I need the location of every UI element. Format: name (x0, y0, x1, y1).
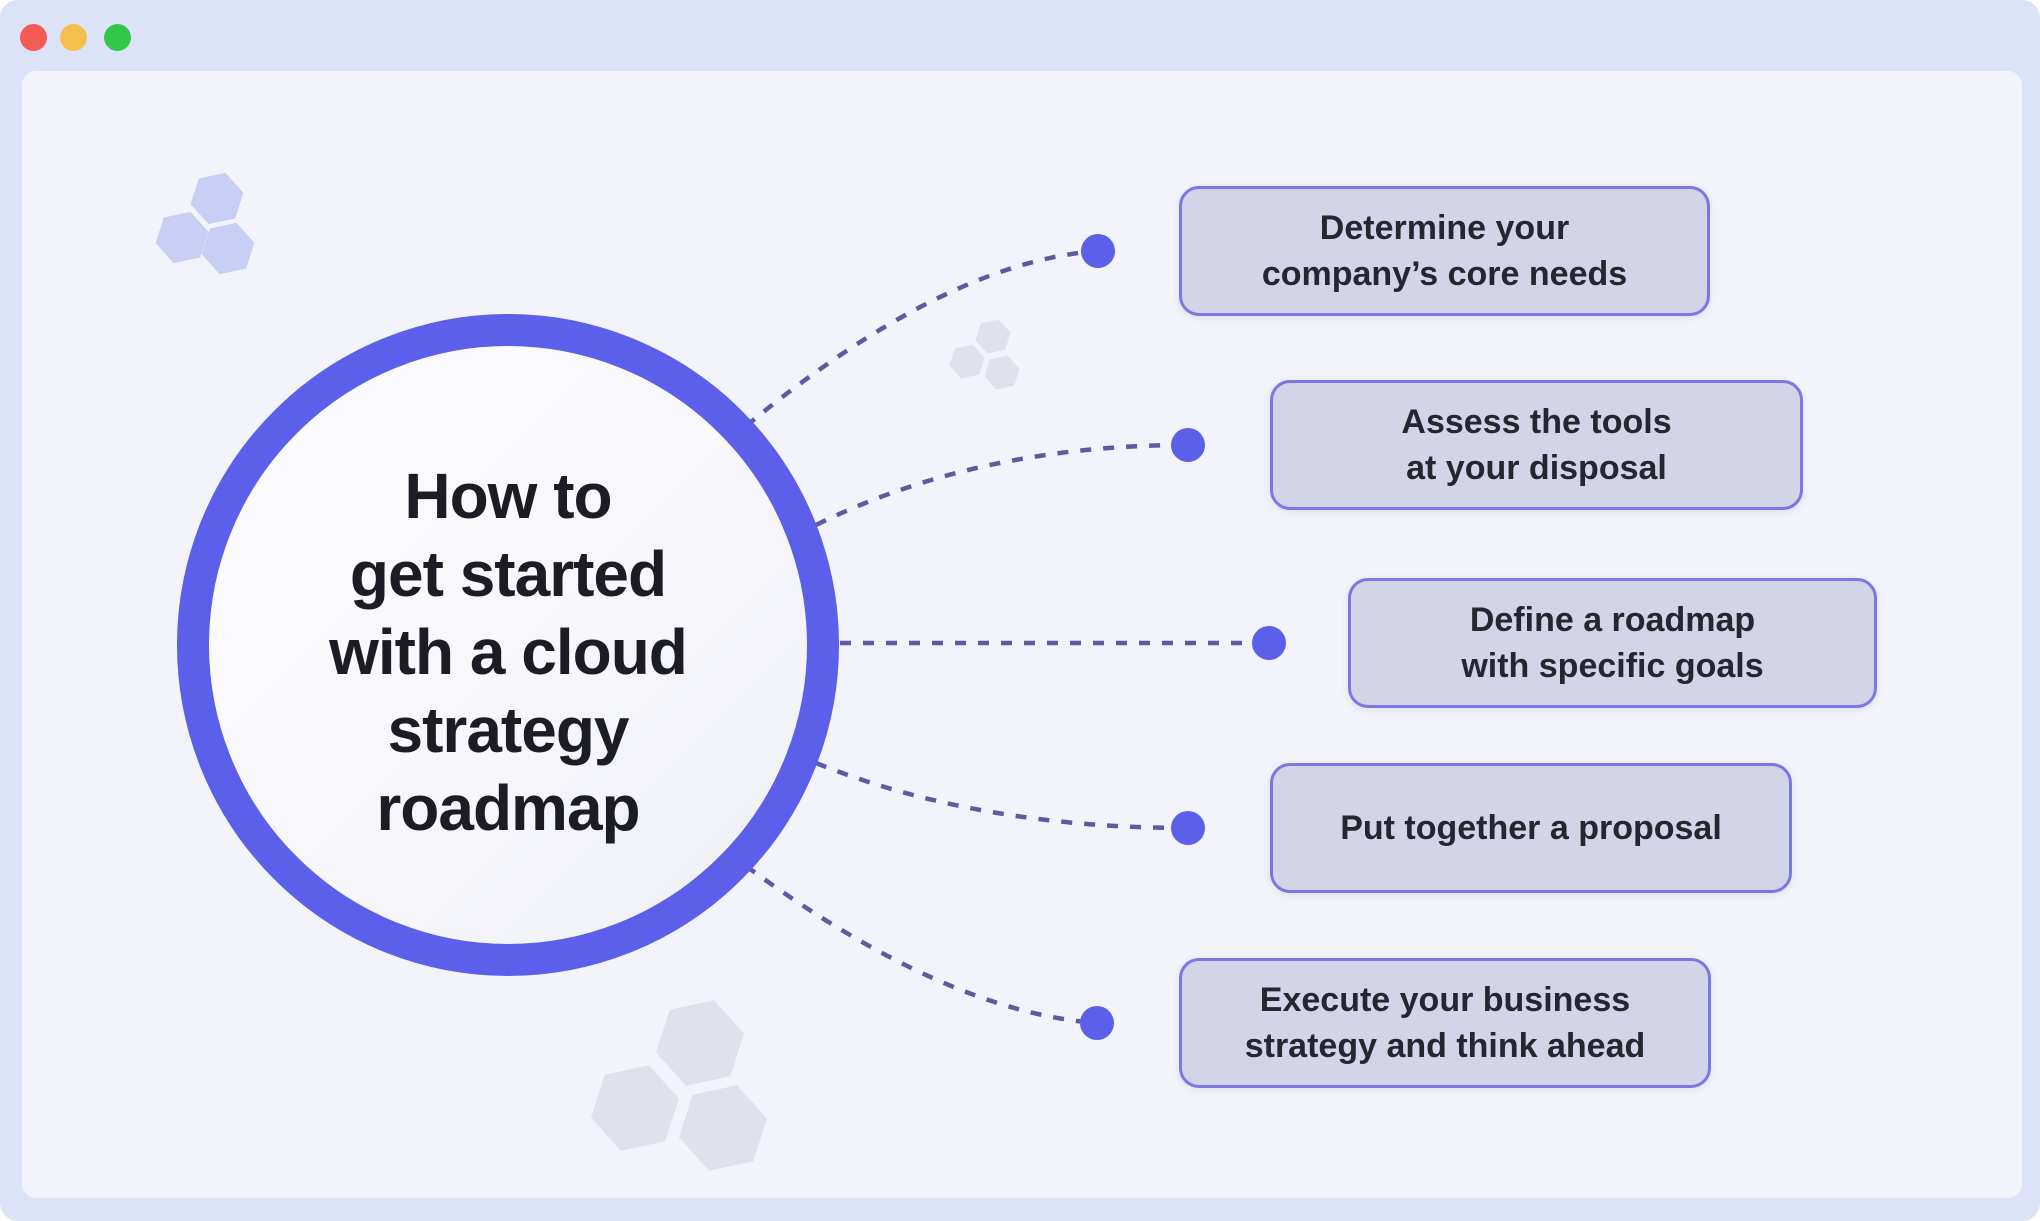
minimize-button[interactable] (60, 24, 87, 51)
step-box-assess-tools: Assess the tools at your disposal (1270, 380, 1803, 510)
step-box-determine-needs: Determine your company’s core needs (1179, 186, 1710, 316)
connector-dot (1081, 234, 1115, 268)
connector-line (744, 248, 1099, 428)
step-box-define-roadmap: Define a roadmap with specific goals (1348, 578, 1877, 708)
step-box-execute-strategy: Execute your business strategy and think… (1179, 958, 1711, 1088)
central-topic-circle: How to get started with a cloud strategy… (177, 314, 839, 976)
step-label: Determine your company’s core needs (1261, 209, 1628, 293)
connector-layer (744, 234, 1286, 1040)
connector-line (815, 760, 1189, 831)
step-label: Execute your business strategy and think… (1244, 981, 1646, 1065)
connector-line (744, 864, 1098, 1026)
close-button[interactable] (20, 24, 47, 51)
connector-dot (1171, 428, 1205, 462)
step-label: Define a roadmap with specific goals (1461, 601, 1764, 685)
connector-line (815, 442, 1189, 528)
connector-dot (1171, 811, 1205, 845)
infographic-canvas: How to get started with a cloud strategy… (22, 71, 2022, 1198)
step-label: Put together a proposal (1340, 809, 1722, 847)
central-topic-title: How to get started with a cloud strategy… (329, 460, 688, 844)
window-titlebar[interactable] (0, 0, 2040, 72)
connector-dot (1080, 1006, 1114, 1040)
zoom-button[interactable] (104, 24, 131, 51)
connector-dot (1252, 626, 1286, 660)
step-label: Assess the tools at your disposal (1401, 403, 1672, 487)
step-box-proposal: Put together a proposal (1270, 763, 1792, 893)
